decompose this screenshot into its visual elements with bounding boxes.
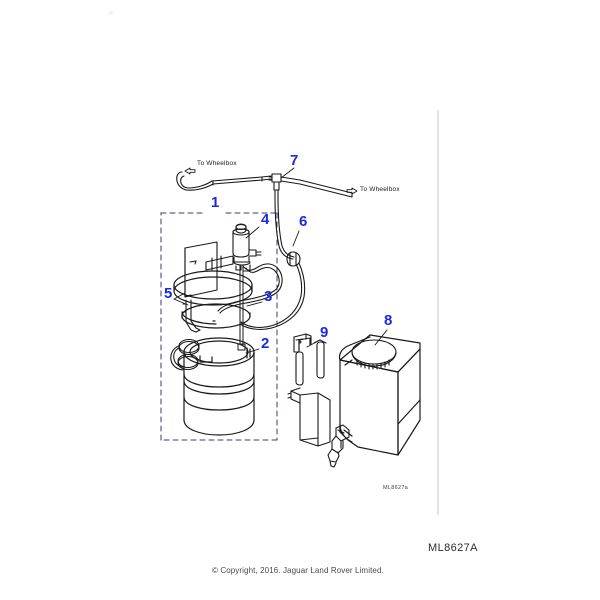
callout-8: 8 xyxy=(384,312,393,329)
main-drawing-code: ML8627A xyxy=(428,542,478,554)
hose-right-to-wheelbox xyxy=(280,176,353,198)
pickup-tube xyxy=(237,265,246,351)
tee-connector-body xyxy=(268,173,282,197)
callout-leaders xyxy=(173,167,388,354)
bottle-bracket xyxy=(287,333,331,447)
upper-strap-ring xyxy=(173,270,253,306)
page-divider xyxy=(437,110,439,515)
hose-left-to-wheelbox xyxy=(176,171,272,191)
strap-clamp xyxy=(211,255,222,271)
scan-artifact xyxy=(109,11,113,15)
feed-hose-6 xyxy=(239,195,306,330)
copyright-notice: © Copyright, 2016. Jaguar Land Rover Lim… xyxy=(212,566,384,575)
callout-6: 6 xyxy=(299,213,308,230)
bottle-outlet-nozzle xyxy=(327,424,350,468)
lower-strap-ring xyxy=(181,303,251,329)
callout-7: 7 xyxy=(290,152,299,169)
callout-5: 5 xyxy=(164,285,173,302)
canister-side-cups xyxy=(170,338,200,371)
arrow-left-icon xyxy=(184,167,196,175)
callout-2: 2 xyxy=(261,335,270,352)
pump-motor-body xyxy=(232,223,262,272)
annotation-to-wheelbox-right: To Wheelbox xyxy=(360,186,400,193)
bottle-cap xyxy=(351,339,397,370)
cross-member xyxy=(205,255,234,271)
annotation-to-wheelbox-left: To Wheelbox xyxy=(197,160,237,167)
group-box-dashed xyxy=(160,212,278,441)
arrow-right-icon xyxy=(346,187,358,195)
inset-drawing-code: ML8627a xyxy=(383,485,409,491)
reservoir-canister xyxy=(183,337,255,436)
callout-3: 3 xyxy=(264,288,273,305)
callout-9: 9 xyxy=(320,324,329,341)
callout-4: 4 xyxy=(261,211,270,228)
callout-1: 1 xyxy=(211,194,220,211)
